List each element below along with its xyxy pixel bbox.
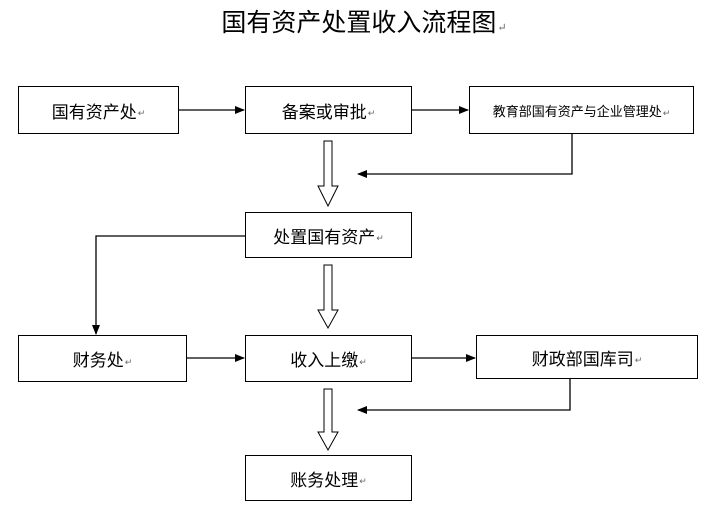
node-moe-assets-dept: 教育部国有资产与企业管理处↵ xyxy=(469,86,694,134)
node-income-submission: 收入上缴↵ xyxy=(245,335,412,382)
return-mark: ↵ xyxy=(662,109,671,119)
arrow-treasury-return xyxy=(357,379,571,414)
node-label: 教育部国有资产与企业管理处 xyxy=(492,104,662,120)
diagram-title-text: 国有资产处置收入流程图 xyxy=(221,8,497,37)
return-mark: ↵ xyxy=(359,477,367,487)
return-mark: ↵ xyxy=(376,234,384,244)
diagram-title: 国有资产处置收入流程图↵ xyxy=(0,6,728,45)
node-state-assets-office: 国有资产处↵ xyxy=(18,86,179,134)
node-label: 国有资产处 xyxy=(51,102,137,123)
node-label: 备案或审批 xyxy=(281,102,367,123)
node-mof-treasury: 财政部国库司↵ xyxy=(476,335,698,379)
node-label: 处置国有资产 xyxy=(273,227,376,248)
return-mark: ↵ xyxy=(634,356,643,366)
hollow-arrow-dispose-to-income xyxy=(317,264,339,330)
return-mark: ↵ xyxy=(359,357,367,368)
node-label: 财务处 xyxy=(72,351,124,371)
return-mark: ↵ xyxy=(367,109,376,119)
node-dispose-assets: 处置国有资产↵ xyxy=(245,212,412,258)
return-mark: ↵ xyxy=(124,357,133,368)
hollow-arrow-income-to-accounting xyxy=(317,388,339,452)
hollow-arrow-filing-to-dispose xyxy=(317,140,339,208)
node-label: 收入上缴 xyxy=(290,351,359,371)
node-label: 财政部国库司 xyxy=(531,349,634,370)
node-accounting: 账务处理↵ xyxy=(245,455,412,501)
arrow-dispose-to-finance xyxy=(92,235,245,335)
node-finance-office: 财务处↵ xyxy=(18,335,187,382)
node-filing-or-approval: 备案或审批↵ xyxy=(245,86,412,134)
return-mark: ↵ xyxy=(497,21,507,34)
arrow-moe-return xyxy=(357,134,573,178)
return-mark: ↵ xyxy=(137,109,146,119)
node-label: 账务处理 xyxy=(290,470,359,491)
